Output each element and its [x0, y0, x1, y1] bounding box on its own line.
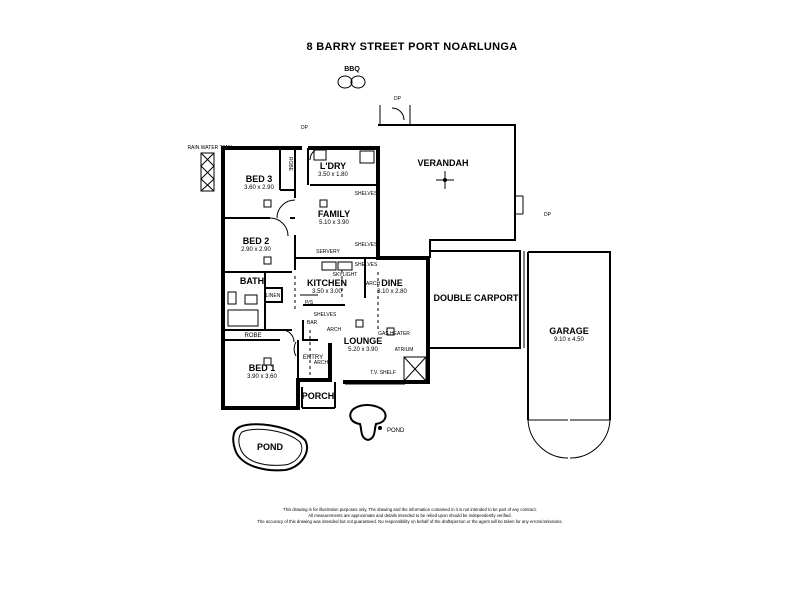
plan-title: 8 BARRY STREET PORT NOARLUNGA	[307, 41, 518, 53]
bed2-dims: 2.90 x 2.90	[241, 247, 271, 253]
garage: GARAGE 9.10 x 4.50	[527, 251, 611, 459]
disclaimer-line-2: All measurements are approximate and det…	[308, 513, 512, 518]
arch-label-1: ARCH	[366, 281, 381, 287]
entry-label: ENTRY	[303, 355, 323, 361]
rain-water-tank-label: RAIN WATER TANK	[187, 145, 233, 151]
disclaimer: This drawing is for illustration purpose…	[257, 507, 563, 524]
linen-label: LINEN	[266, 293, 281, 299]
disclaimer-line-1: This drawing is for illustration purpose…	[283, 507, 537, 512]
pond-small-label: POND	[387, 428, 405, 434]
door-swings	[269, 107, 405, 357]
bbq: BBQ	[337, 66, 366, 89]
pond-large: POND	[232, 423, 308, 472]
verandah-label: VERANDAH	[417, 158, 468, 168]
shelves-label-1: SHELVES	[355, 191, 378, 197]
kitchen-label: KITCHEN	[307, 278, 347, 288]
shelves-label-3: SHELVES	[355, 262, 378, 268]
verandah: VERANDAH	[378, 105, 524, 258]
interior-walls	[223, 148, 427, 385]
skylight-label: SKYLIGHT	[333, 272, 358, 278]
arch-label-3: ARCH	[314, 360, 329, 366]
rain-water-tank: RAIN WATER TANK	[187, 145, 233, 192]
ldry-dims: 3.50 x 1.80	[318, 172, 348, 178]
dp-marker-1: DP	[301, 125, 309, 131]
lounge-label: LOUNGE	[344, 336, 383, 346]
bed1-label: BED 1	[249, 363, 276, 373]
ldry-label: L'DRY	[320, 161, 346, 171]
pond-large-label: POND	[257, 442, 284, 452]
family-label: FAMILY	[318, 209, 350, 219]
fixtures	[227, 149, 395, 366]
servery-label: SERVERY	[316, 249, 340, 255]
lounge-dims: 5.20 x 3.90	[348, 347, 378, 353]
bed3-dims: 3.60 x 2.90	[244, 185, 274, 191]
double-carport: DOUBLE CARPORT	[429, 250, 525, 349]
bbq-label: BBQ	[344, 66, 360, 73]
family-dims: 5.10 x 3.90	[319, 220, 349, 226]
bar-label: BAR	[307, 320, 318, 326]
bed2-label: BED 2	[243, 236, 270, 246]
shelves-label-4: SHELVES	[314, 312, 337, 318]
bed1-dims: 3.90 x 3.60	[247, 374, 277, 380]
bed3-label: BED 3	[246, 174, 273, 184]
garage-label: GARAGE	[549, 326, 589, 336]
porch-label: PORCH	[302, 391, 335, 401]
dp-marker-3: DP	[544, 212, 552, 218]
gas-heater-label: GAS HEATER	[378, 331, 410, 337]
arch-label-2: ARCH	[327, 327, 342, 333]
bath-label: BATH	[240, 276, 264, 286]
house-walls	[221, 146, 430, 410]
pond-small: POND	[349, 404, 405, 442]
atrium-label: ATRIUM	[395, 347, 414, 353]
kitchen-dims: 3.50 x 3.00	[312, 289, 342, 295]
tv-shelf-label: T.V. SHELF	[370, 370, 396, 376]
dp-marker-2: DP	[394, 96, 402, 102]
robe-bed1-label: ROBE	[244, 333, 261, 339]
double-carport-label: DOUBLE CARPORT	[434, 293, 520, 303]
disclaimer-line-3: The accuracy of this drawing was intende…	[257, 519, 563, 524]
ps-label: P/S	[305, 300, 314, 306]
porch: PORCH	[301, 382, 336, 409]
shelves-label-2: SHELVES	[355, 242, 378, 248]
dine-dims: 3.10 x 2.80	[377, 289, 407, 295]
garage-dims: 9.10 x 4.50	[554, 337, 584, 343]
robe-bed3-label: ROBE	[287, 157, 293, 172]
dine-label: DINE	[381, 278, 403, 288]
